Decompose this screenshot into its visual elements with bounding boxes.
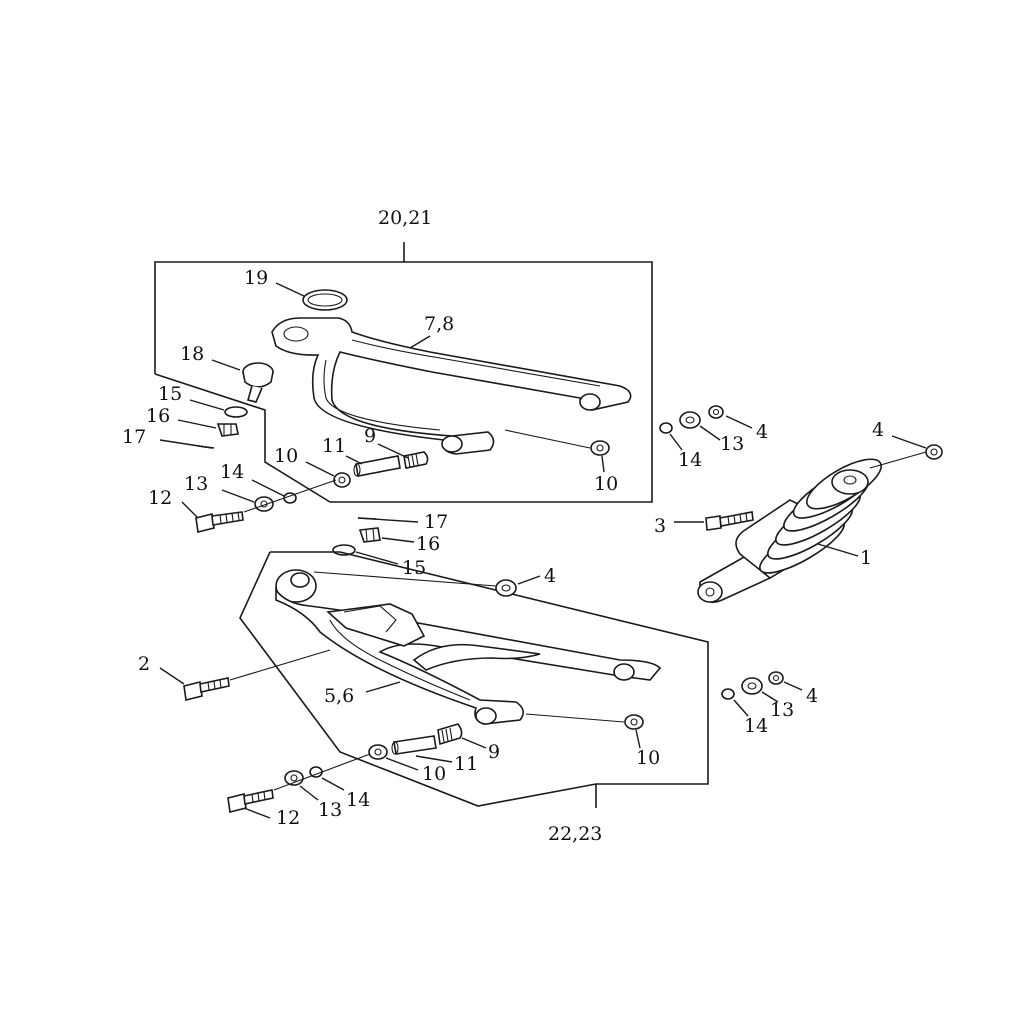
label-washer-10-upper-left: 10 <box>274 445 298 467</box>
bushing-lower <box>437 723 463 746</box>
label-bushing-upper: 9 <box>364 425 376 447</box>
label-washer-14-lower-left: 14 <box>346 789 370 811</box>
label-nut-4-lower-right: 4 <box>806 685 818 707</box>
label-washer-15-lower: 15 <box>402 557 426 579</box>
sleeve-lower <box>391 735 437 755</box>
bolt-3-shock <box>705 511 754 531</box>
nut-4-lower-right <box>768 671 784 685</box>
label-ball-joint: 18 <box>180 343 204 365</box>
label-washer-15-upper: 15 <box>158 383 182 405</box>
washer-13-lower-right <box>741 677 763 695</box>
bushing-upper <box>403 451 429 469</box>
shock-absorber-part <box>697 458 882 604</box>
bolt-2-long <box>183 677 230 701</box>
label-washer-10-lower-left: 10 <box>422 763 446 785</box>
label-upper-arm-assembly: 20,21 <box>378 207 432 229</box>
label-bolt-2: 2 <box>138 653 150 675</box>
washer-13-upper-right <box>679 411 701 429</box>
label-shock-absorber: 1 <box>860 547 872 569</box>
nut-4-shock-top <box>925 444 943 460</box>
label-cotter-pin-upper: 17 <box>122 426 146 448</box>
washer-10-upper-left <box>333 472 351 488</box>
label-washer-13-lower-right: 13 <box>770 699 794 721</box>
label-washer-10-lower-right: 10 <box>636 747 660 769</box>
label-nut-4-upper-right: 4 <box>756 421 768 443</box>
label-nut-4-lower-middle: 4 <box>544 565 556 587</box>
lower-arm-part <box>275 569 662 725</box>
label-sleeve-lower: 11 <box>454 753 478 775</box>
washer-10-lower-right <box>624 714 644 730</box>
washer-10-upper-right <box>590 440 610 456</box>
label-washer-14-lower-right: 14 <box>744 715 768 737</box>
label-cotter-pin-lower: 17 <box>424 511 448 533</box>
label-upper-arm: 7,8 <box>424 313 454 335</box>
label-nut-4-shock-top: 4 <box>872 419 884 441</box>
washer-14-lower-right <box>721 688 735 700</box>
label-castle-nut-upper: 16 <box>146 405 170 427</box>
label-washer-14-upper-left: 14 <box>220 461 244 483</box>
washer-13-lower-left <box>284 770 304 786</box>
label-bolt-3: 3 <box>654 515 666 537</box>
label-sleeve-upper: 11 <box>322 435 346 457</box>
lower-arm-group-outline <box>239 551 709 808</box>
castle-nut-lower <box>358 527 381 543</box>
label-washer-10-upper-right: 10 <box>594 473 618 495</box>
nut-4-upper-right <box>708 405 724 419</box>
upper-arm-group-outline <box>154 242 653 503</box>
washer-13-upper-left <box>254 496 274 512</box>
label-bolt-12-upper-left: 12 <box>148 487 172 509</box>
label-bolt-12-lower-left: 12 <box>276 807 300 829</box>
nut-4-lower-middle <box>495 579 517 597</box>
label-castle-nut-lower: 16 <box>416 533 440 555</box>
label-lower-arm: 5,6 <box>324 685 354 707</box>
label-washer-13-upper-right: 13 <box>720 433 744 455</box>
washer-15-upper <box>224 406 248 418</box>
label-circlip: 19 <box>244 267 268 289</box>
washer-14-upper-right <box>659 422 673 434</box>
circlip-part <box>302 289 348 311</box>
ball-joint-part <box>242 362 274 403</box>
bolt-12-upper-left <box>195 511 244 533</box>
washer-10-lower-left <box>368 744 388 760</box>
sleeve-upper <box>353 455 401 477</box>
castle-nut-upper <box>216 423 239 437</box>
label-bushing-lower: 9 <box>488 741 500 763</box>
label-washer-13-upper-left: 13 <box>184 473 208 495</box>
label-washer-13-lower-left: 13 <box>318 799 342 821</box>
upper-arm-part <box>271 317 632 455</box>
label-washer-14-upper-right: 14 <box>678 449 702 471</box>
bolt-12-lower-left <box>227 789 274 813</box>
label-lower-arm-assembly: 22,23 <box>548 823 602 845</box>
